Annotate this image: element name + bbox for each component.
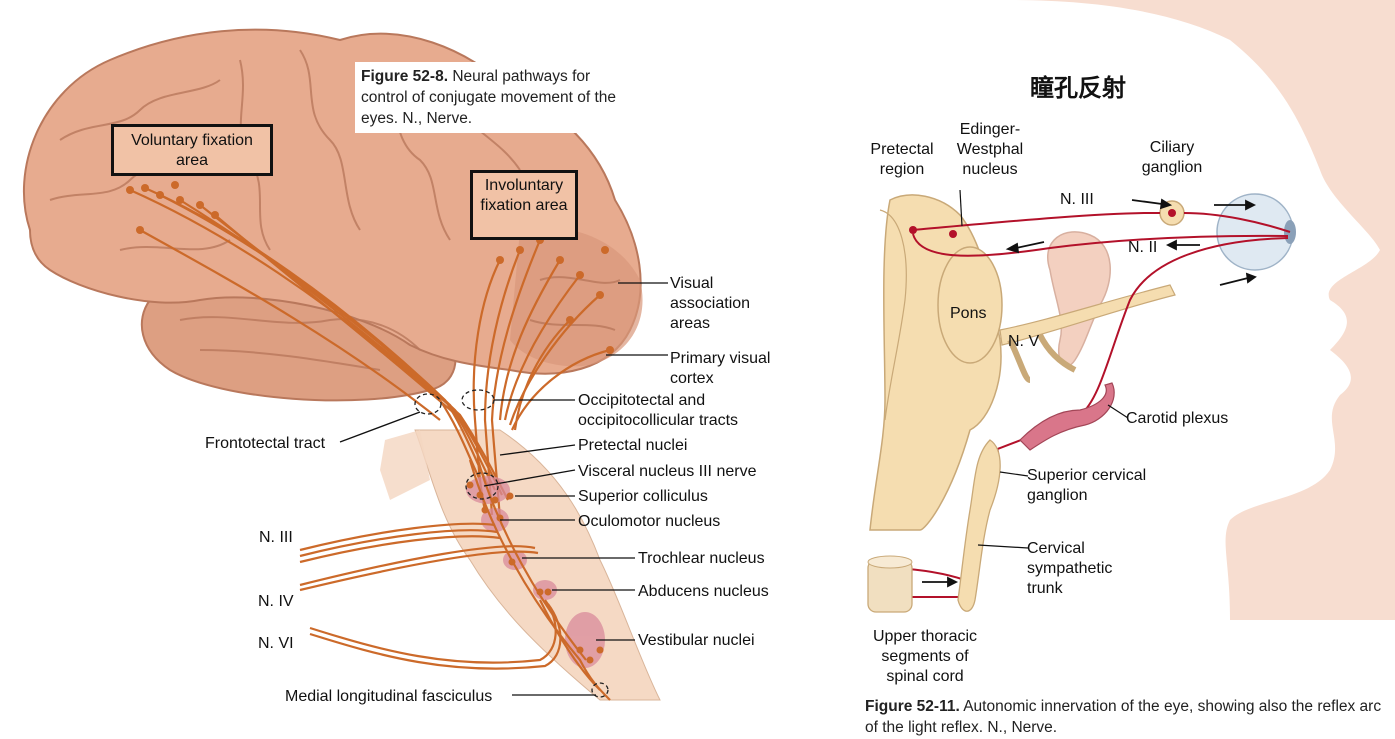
right-caption-text: Autonomic innervation of the eye, showin… <box>865 698 1382 736</box>
pons <box>937 246 1003 364</box>
label-n3-right: N. III <box>1060 191 1094 208</box>
label-ciliary-ganglion: Ciliary ganglion <box>1141 139 1203 176</box>
label-abducens-nucleus: Abducens nucleus <box>638 583 769 600</box>
label-superior-colliculus: Superior colliculus <box>578 488 708 505</box>
involuntary-fixation-box: Involuntary fixation area <box>470 170 578 240</box>
label-primary-visual-cortex: Primary visual cortex <box>670 350 771 387</box>
label-trochlear-nucleus: Trochlear nucleus <box>638 550 765 567</box>
label-n2-right: N. II <box>1128 239 1158 256</box>
label-n6-left: N. VI <box>258 635 294 652</box>
head-silhouette <box>1010 0 1395 620</box>
label-pons: Pons <box>950 305 987 322</box>
pupillary-reflex-illustration <box>867 0 1395 620</box>
right-title: 瞳孔反射 <box>1030 75 1126 102</box>
label-edinger-westphal: Edinger-Westphal nucleus <box>956 121 1024 178</box>
label-superior-cervical-ganglion: Superior cervical ganglion <box>1027 467 1147 504</box>
label-cervical-sympathetic-trunk: Cervical sympathetic trunk <box>1027 540 1113 597</box>
label-oculomotor-nucleus: Oculomotor nucleus <box>578 513 721 530</box>
ear <box>1047 231 1111 367</box>
sympathetic-chain <box>957 439 1001 612</box>
label-n5: N. V <box>1008 333 1040 350</box>
left-caption-number: Figure 52-8. <box>361 68 448 85</box>
left-figure: Figure 52-8. Neural pathways for control… <box>22 28 771 705</box>
label-pretectal-nuclei: Pretectal nuclei <box>578 437 688 454</box>
label-frontotectal: Frontotectal tract <box>205 435 326 452</box>
label-n3-left: N. III <box>259 529 293 546</box>
label-visceral-nucleus: Visceral nucleus III nerve <box>578 463 757 480</box>
right-figure: 瞳孔反射 Pretectal region Edinger-Westphal n… <box>850 0 1395 739</box>
label-occipitotectal: Occipitotectal and occipitocollicular tr… <box>578 392 739 429</box>
label-pretectal-region: Pretectal region <box>870 141 934 178</box>
label-vestibular-nuclei: Vestibular nuclei <box>638 632 755 649</box>
label-carotid-plexus: Carotid plexus <box>1126 410 1229 427</box>
left-caption: Figure 52-8. Neural pathways for control… <box>355 62 643 133</box>
right-caption: Figure 52-11. Autonomic innervation of t… <box>865 696 1385 738</box>
left-caption-text: Neural pathways for control of conjugate… <box>361 68 617 127</box>
right-caption-number: Figure 52-11. <box>865 698 960 715</box>
label-mlf: Medial longitudinal fasciculus <box>285 688 493 705</box>
carotid-plexus <box>1019 382 1115 451</box>
label-visual-association: Visual association areas <box>670 275 751 332</box>
label-n4-left: N. IV <box>258 593 294 610</box>
label-upper-thoracic: Upper thoracic segments of spinal cord <box>872 628 978 685</box>
voluntary-fixation-box: Voluntary fixation area <box>111 124 273 176</box>
